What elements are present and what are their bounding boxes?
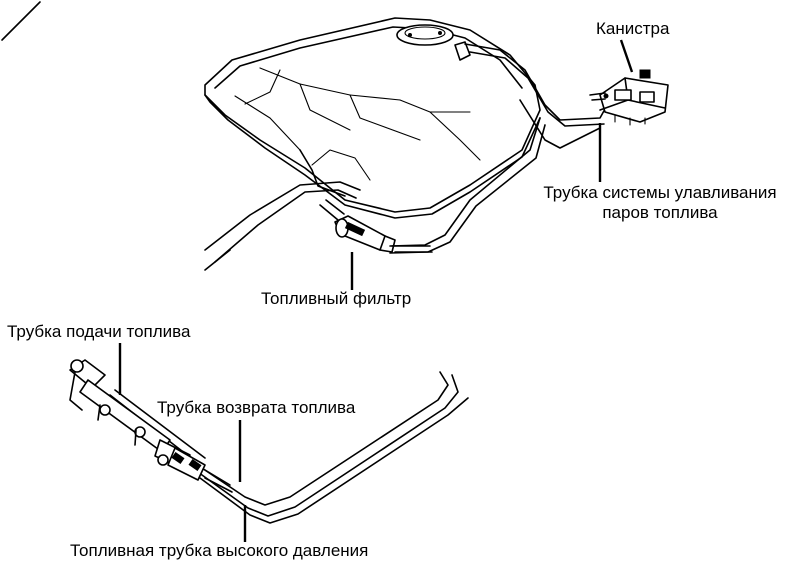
fuel-filter-assembly xyxy=(204,181,433,271)
label-vapor-line-1: Трубка системы улавливания xyxy=(543,183,777,202)
label-high-pressure-line: Топливная трубка высокого давления xyxy=(70,541,369,560)
label-return-line: Трубка возврата топлива xyxy=(157,398,356,417)
lower-fuel-lines xyxy=(69,359,469,524)
body-frame-edge xyxy=(1,1,41,41)
canister xyxy=(589,69,669,126)
label-canister: Канистра xyxy=(596,19,670,38)
label-vapor-line: Трубка системы улавливания паров топлива xyxy=(524,183,796,223)
leader-canister xyxy=(619,39,634,73)
vapor-pipes xyxy=(389,43,611,254)
fuel-tank xyxy=(204,17,541,219)
label-supply-line: Трубка подачи топлива xyxy=(7,322,191,341)
leader-lines xyxy=(118,39,634,542)
label-fuel-filter: Топливный фильтр xyxy=(261,289,412,308)
label-vapor-line-2: паров топлива xyxy=(602,203,718,222)
